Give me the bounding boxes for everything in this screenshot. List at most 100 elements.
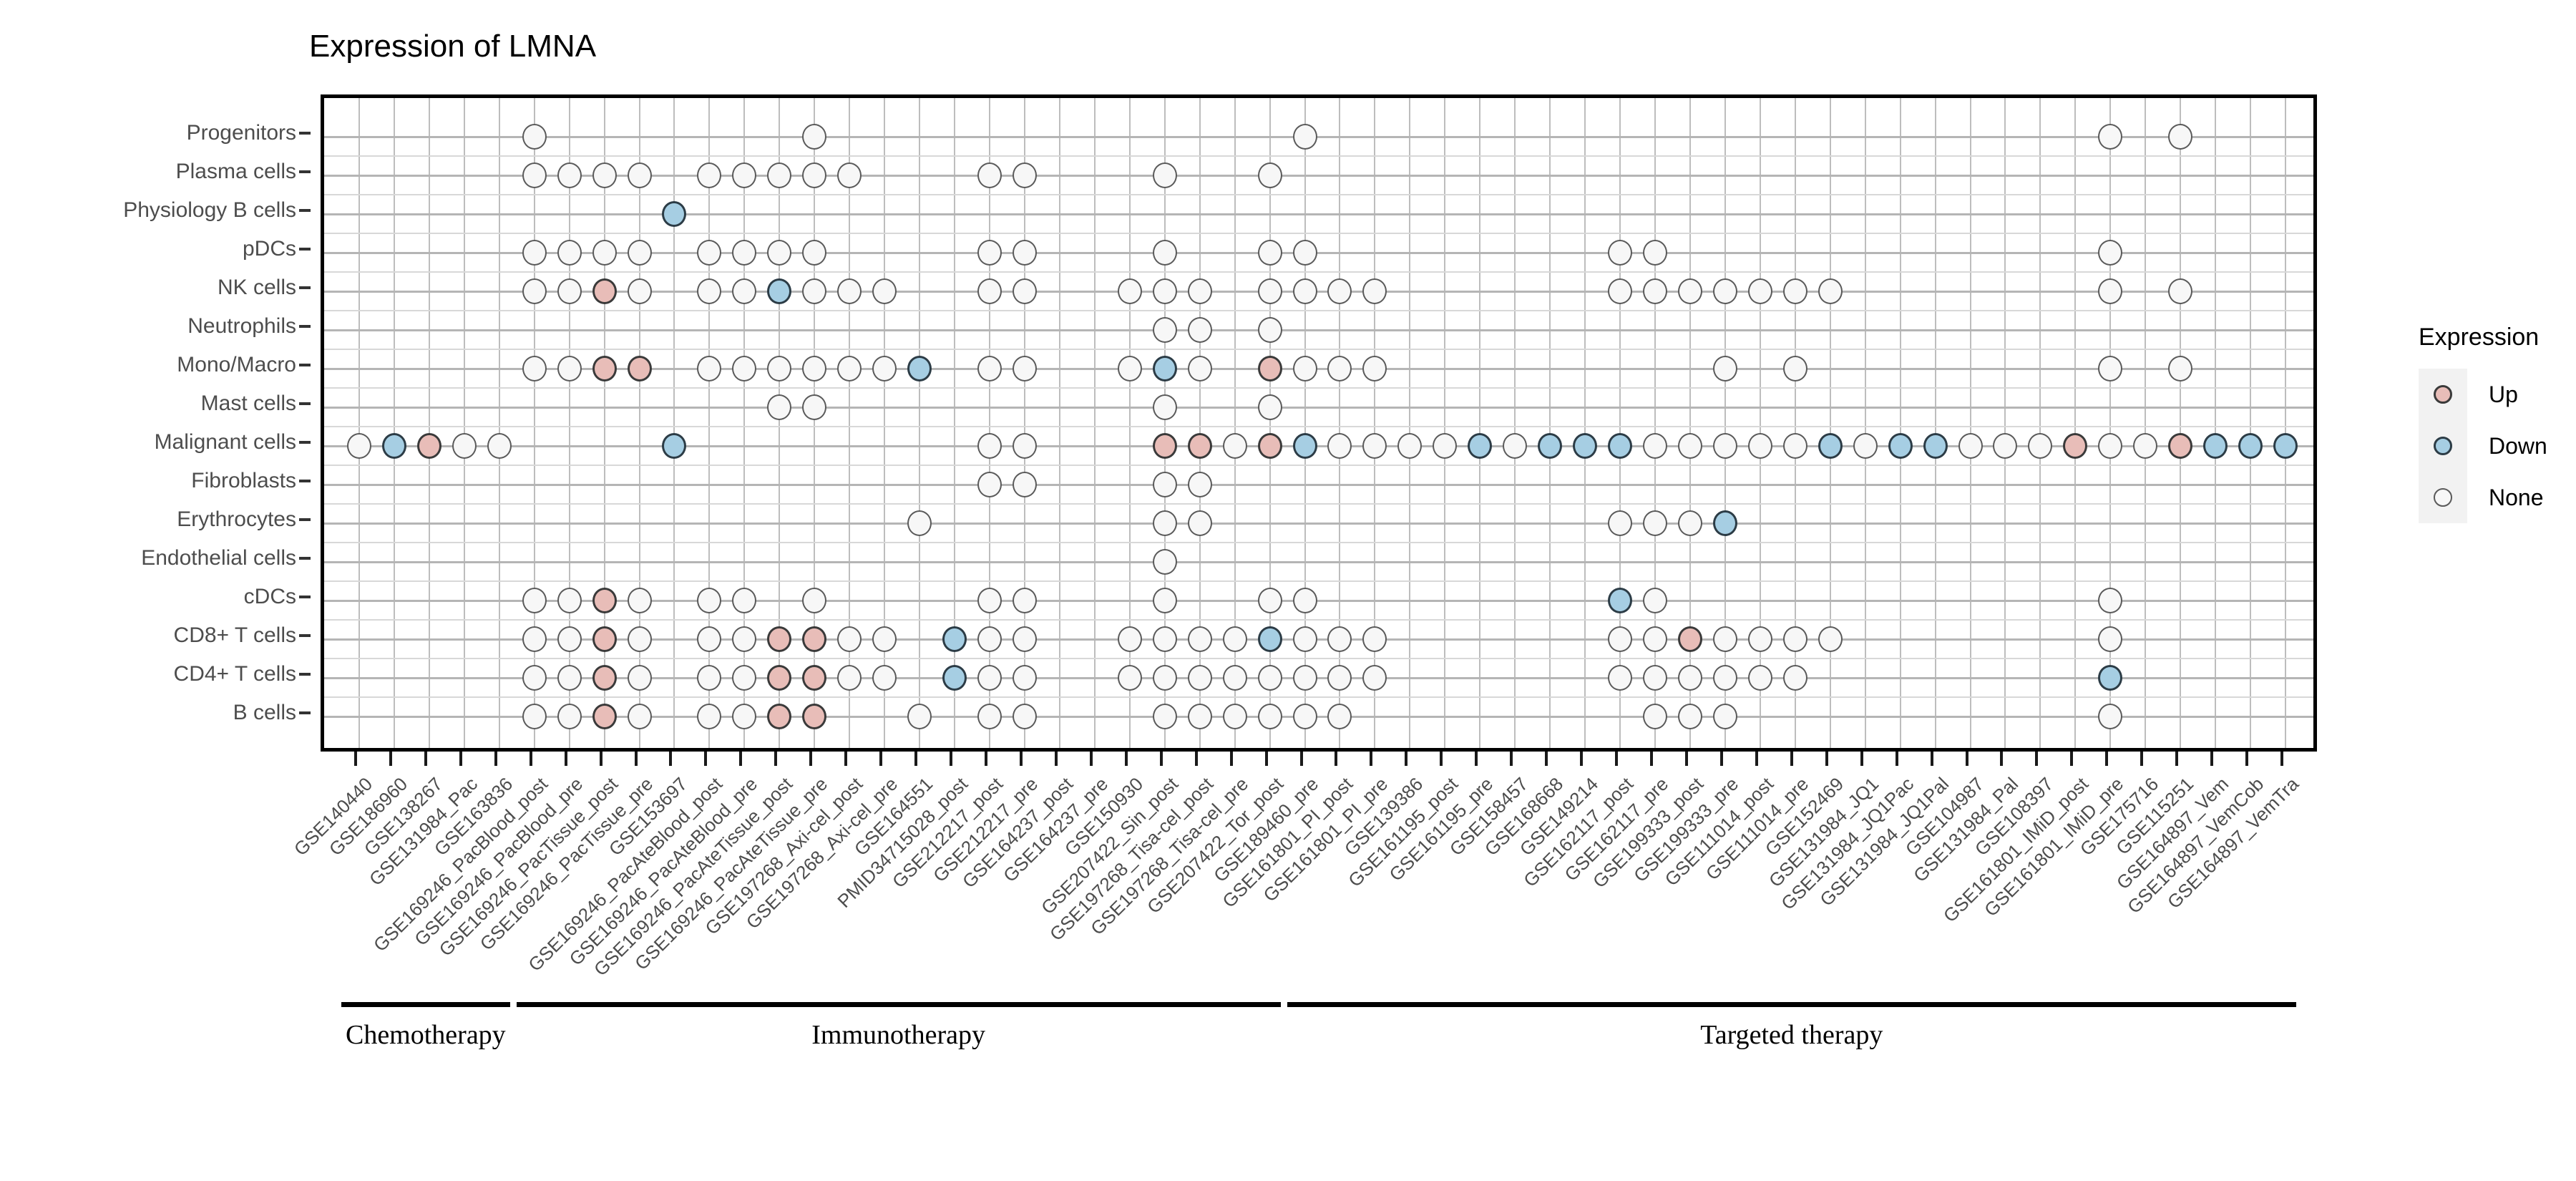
expression-dot[interactable] <box>1222 704 1247 729</box>
expression-dot[interactable] <box>1608 510 1633 536</box>
expression-dot[interactable] <box>1677 665 1702 691</box>
expression-dot[interactable] <box>872 626 897 652</box>
expression-dot[interactable] <box>522 626 547 652</box>
expression-dot[interactable] <box>767 394 792 420</box>
expression-dot[interactable] <box>977 472 1002 497</box>
expression-dot[interactable] <box>1468 433 1493 459</box>
expression-dot[interactable] <box>2168 356 2193 381</box>
expression-dot[interactable] <box>557 278 582 304</box>
expression-dot[interactable] <box>802 240 827 266</box>
expression-dot[interactable] <box>1677 704 1702 729</box>
expression-dot[interactable] <box>2098 665 2123 691</box>
expression-dot[interactable] <box>802 665 827 691</box>
expression-dot[interactable] <box>1677 510 1702 536</box>
expression-dot[interactable] <box>907 510 932 536</box>
expression-dot[interactable] <box>1257 394 1282 420</box>
expression-dot[interactable] <box>977 665 1002 691</box>
expression-dot[interactable] <box>1292 588 1317 613</box>
expression-dot[interactable] <box>1853 433 1878 459</box>
expression-dot[interactable] <box>1152 626 1177 652</box>
expression-dot[interactable] <box>1362 356 1387 381</box>
expression-dot[interactable] <box>1257 356 1282 381</box>
expression-dot[interactable] <box>802 626 827 652</box>
expression-dot[interactable] <box>487 433 512 459</box>
expression-dot[interactable] <box>697 665 722 691</box>
expression-dot[interactable] <box>1327 704 1352 729</box>
expression-dot[interactable] <box>1643 626 1667 652</box>
expression-dot[interactable] <box>1187 356 1212 381</box>
expression-dot[interactable] <box>732 626 757 652</box>
expression-dot[interactable] <box>767 704 792 729</box>
expression-dot[interactable] <box>1222 626 1247 652</box>
expression-dot[interactable] <box>837 356 862 381</box>
expression-dot[interactable] <box>522 124 547 150</box>
expression-dot[interactable] <box>1677 278 1702 304</box>
expression-dot[interactable] <box>2098 433 2123 459</box>
expression-dot[interactable] <box>732 356 757 381</box>
expression-dot[interactable] <box>1888 433 1913 459</box>
expression-dot[interactable] <box>557 356 582 381</box>
expression-dot[interactable] <box>2133 433 2158 459</box>
expression-dot[interactable] <box>557 626 582 652</box>
expression-dot[interactable] <box>1362 665 1387 691</box>
expression-dot[interactable] <box>416 433 441 459</box>
expression-dot[interactable] <box>732 665 757 691</box>
expression-dot[interactable] <box>1643 588 1667 613</box>
expression-dot[interactable] <box>977 626 1002 652</box>
expression-dot[interactable] <box>592 704 617 729</box>
expression-dot[interactable] <box>1257 704 1282 729</box>
expression-dot[interactable] <box>1152 549 1177 575</box>
expression-dot[interactable] <box>1257 433 1282 459</box>
expression-dot[interactable] <box>1152 162 1177 188</box>
expression-dot[interactable] <box>1187 472 1212 497</box>
expression-dot[interactable] <box>1012 278 1037 304</box>
expression-dot[interactable] <box>767 278 792 304</box>
expression-dot[interactable] <box>381 433 406 459</box>
expression-dot[interactable] <box>1012 356 1037 381</box>
expression-dot[interactable] <box>557 240 582 266</box>
expression-dot[interactable] <box>1152 317 1177 343</box>
expression-dot[interactable] <box>1362 626 1387 652</box>
expression-dot[interactable] <box>697 704 722 729</box>
expression-dot[interactable] <box>1677 626 1702 652</box>
expression-dot[interactable] <box>2028 433 2053 459</box>
expression-dot[interactable] <box>872 356 897 381</box>
expression-dot[interactable] <box>592 162 617 188</box>
expression-dot[interactable] <box>1818 433 1843 459</box>
expression-dot[interactable] <box>1747 433 1772 459</box>
expression-dot[interactable] <box>1292 124 1317 150</box>
expression-dot[interactable] <box>1818 626 1843 652</box>
expression-dot[interactable] <box>1782 433 1807 459</box>
expression-dot[interactable] <box>1257 588 1282 613</box>
expression-dot[interactable] <box>802 704 827 729</box>
expression-dot[interactable] <box>767 665 792 691</box>
expression-dot[interactable] <box>1012 240 1037 266</box>
expression-dot[interactable] <box>1012 472 1037 497</box>
expression-dot[interactable] <box>1712 356 1737 381</box>
expression-dot[interactable] <box>977 278 1002 304</box>
expression-dot[interactable] <box>1117 665 1142 691</box>
expression-dot[interactable] <box>1152 472 1177 497</box>
expression-dot[interactable] <box>2168 124 2193 150</box>
expression-dot[interactable] <box>1012 162 1037 188</box>
expression-dot[interactable] <box>1782 626 1807 652</box>
expression-dot[interactable] <box>1782 356 1807 381</box>
expression-dot[interactable] <box>732 162 757 188</box>
expression-dot[interactable] <box>837 278 862 304</box>
expression-dot[interactable] <box>1152 240 1177 266</box>
expression-dot[interactable] <box>522 665 547 691</box>
expression-dot[interactable] <box>802 162 827 188</box>
expression-dot[interactable] <box>1257 162 1282 188</box>
expression-dot[interactable] <box>627 162 652 188</box>
expression-dot[interactable] <box>1782 278 1807 304</box>
expression-dot[interactable] <box>662 433 687 459</box>
expression-dot[interactable] <box>2098 704 2123 729</box>
expression-dot[interactable] <box>1117 626 1142 652</box>
expression-dot[interactable] <box>1152 278 1177 304</box>
expression-dot[interactable] <box>592 356 617 381</box>
expression-dot[interactable] <box>1187 317 1212 343</box>
expression-dot[interactable] <box>1643 510 1667 536</box>
expression-dot[interactable] <box>1327 626 1352 652</box>
expression-dot[interactable] <box>1152 665 1177 691</box>
expression-dot[interactable] <box>1712 510 1737 536</box>
